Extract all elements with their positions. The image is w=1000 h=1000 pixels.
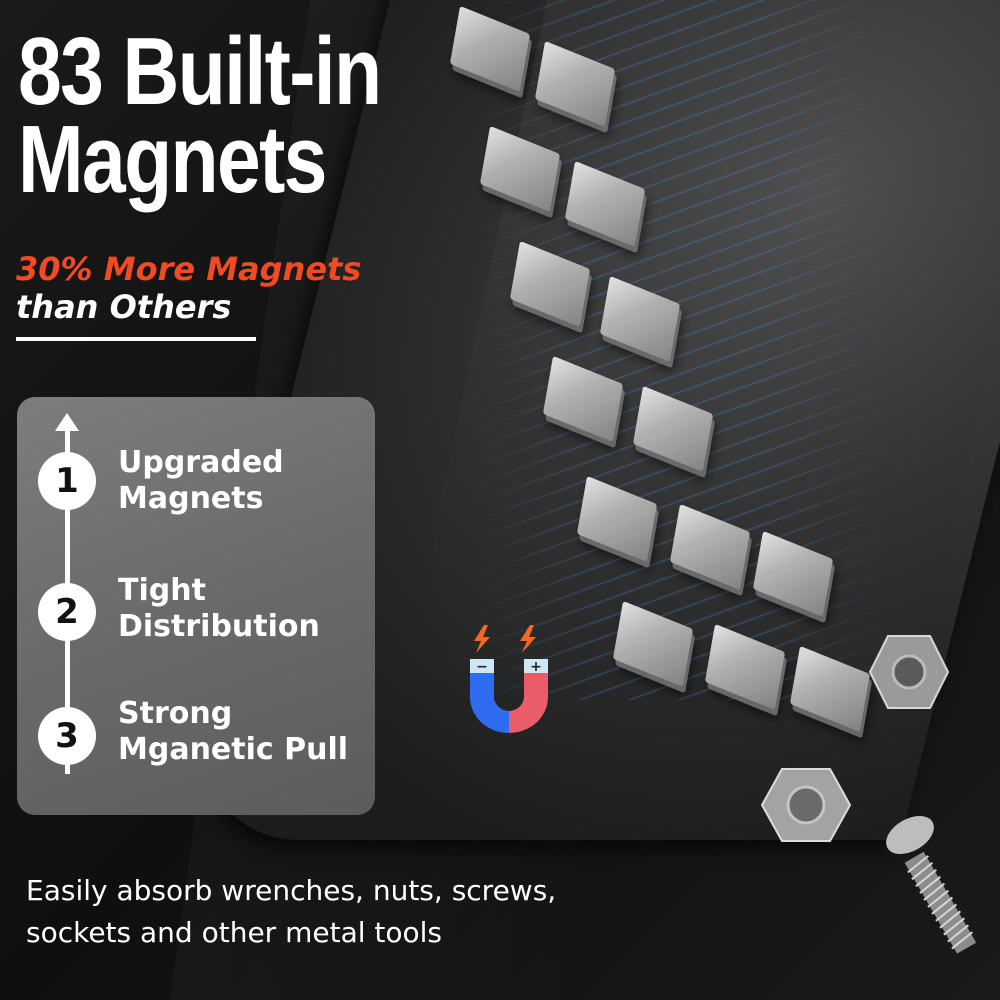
step-number-badge: 2 (38, 583, 96, 641)
feature-item: Tight Distribution (118, 573, 320, 645)
footer-description: Easily absorb wrenches, nuts, screws, so… (26, 870, 556, 954)
screw-icon (886, 816, 977, 954)
subheadline: 30% More Magnets than Others (16, 250, 361, 326)
spark-icon (474, 625, 490, 653)
headline: 83 Built-in Magnets (18, 18, 382, 213)
footer-line-2: sockets and other metal tools (26, 916, 443, 949)
negative-pole-label: − (476, 659, 488, 675)
feature-item: Upgraded Magnets (118, 445, 284, 517)
feature-title-line-1: Upgraded (118, 445, 284, 480)
spark-icon (520, 625, 536, 653)
step-number-badge: 1 (38, 452, 96, 510)
hex-nut-icon (760, 768, 852, 842)
feature-item: Strong Mganetic Pull (118, 696, 348, 768)
feature-title-line-2: Mganetic Pull (118, 732, 349, 767)
footer-line-1: Easily absorb wrenches, nuts, screws, (26, 874, 557, 907)
arrow-up-icon (55, 413, 79, 431)
positive-pole-label: + (530, 659, 542, 675)
hex-nut-icon (868, 635, 950, 709)
horseshoe-magnet-icon: − + (470, 625, 548, 733)
step-number-badge: 3 (38, 707, 96, 765)
subheadline-rest: than Others (16, 288, 232, 326)
feature-title-line-1: Strong (118, 696, 233, 731)
magnetic-field-streaks (470, 0, 890, 700)
feature-title-line-2: Distribution (118, 609, 320, 644)
subheadline-underline (16, 337, 256, 341)
feature-title-line-2: Magnets (118, 481, 264, 516)
feature-title-line-1: Tight (118, 573, 206, 608)
subheadline-accent: 30% More Magnets (16, 250, 362, 288)
headline-line-2: Magnets (18, 106, 327, 213)
headline-line-1: 83 Built-in (18, 18, 382, 125)
